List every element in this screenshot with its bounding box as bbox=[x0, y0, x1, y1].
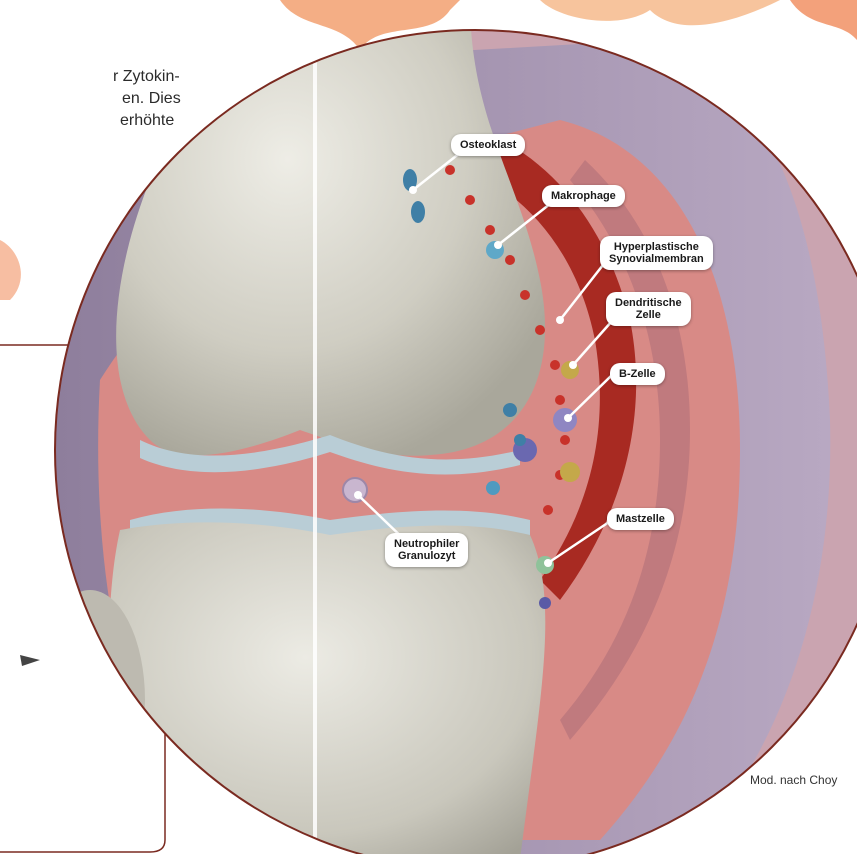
label-osteoklast: Osteoklast bbox=[451, 134, 525, 156]
background-text-line-3: erhöhte bbox=[120, 110, 174, 132]
background-text-line-1: r Zytokin- bbox=[113, 66, 180, 88]
label-makrophage: Makrophage bbox=[542, 185, 625, 207]
label-mastzelle: Mastzelle bbox=[607, 508, 674, 530]
label-b-zelle: B-Zelle bbox=[610, 363, 665, 385]
background-text-line-2: en. Dies bbox=[122, 88, 181, 110]
label-hyperplastische-synovialmembran: Hyperplastische Synovialmembran bbox=[600, 236, 713, 270]
label-neutrophiler-granulozyt: Neutrophiler Granulozyt bbox=[385, 533, 468, 567]
label-dendritische-zelle: Dendritische Zelle bbox=[606, 292, 691, 326]
source-credit: Mod. nach Choy bbox=[750, 773, 837, 787]
